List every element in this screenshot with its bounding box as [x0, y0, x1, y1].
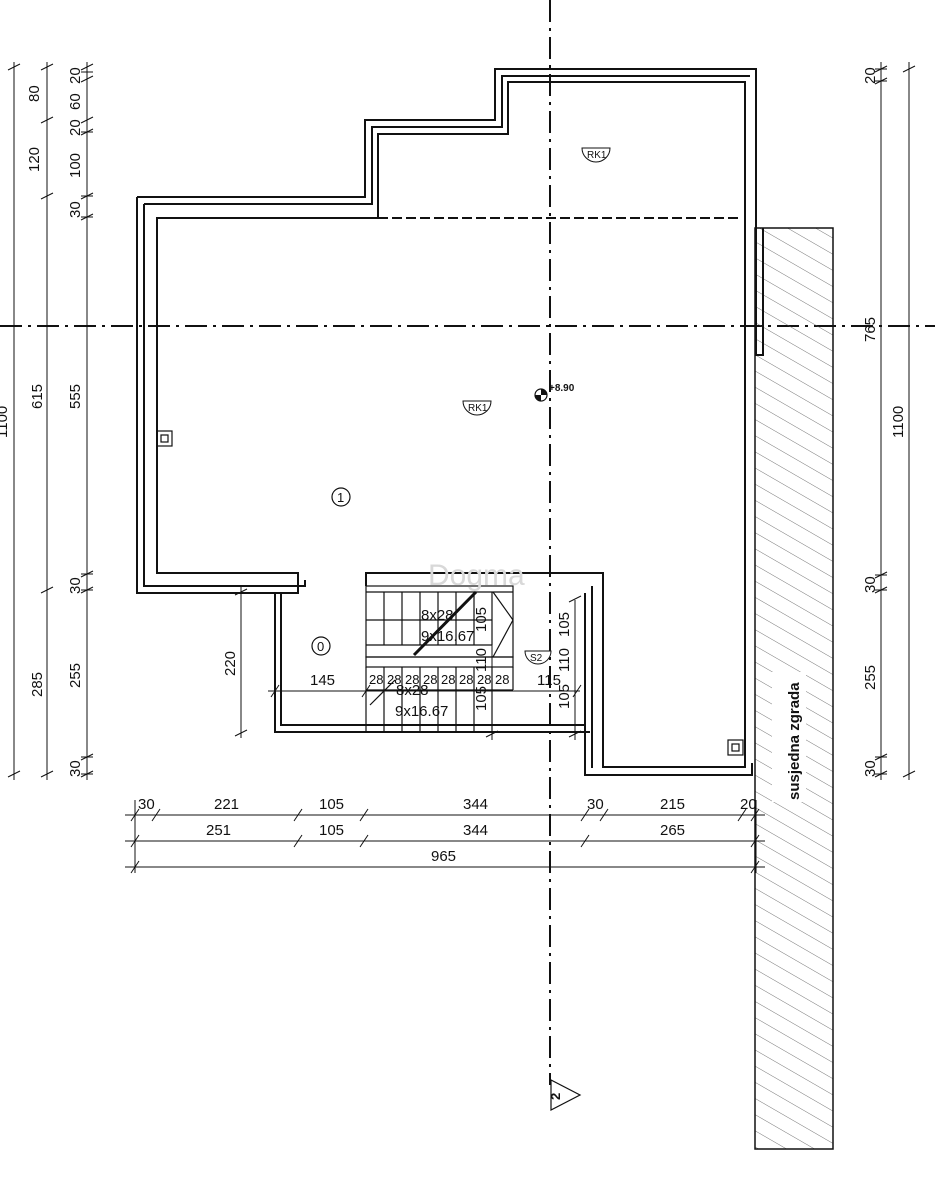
chimney-symbols	[156, 430, 744, 756]
stair-labels: 8x28 9x16.67 8x28 9x16.67 28 28 28 28 28…	[369, 607, 509, 720]
tread-3: 28	[405, 672, 419, 687]
svg-text:S2: S2	[530, 653, 543, 664]
stair-upper-line2: 9x16.67	[421, 628, 474, 645]
svg-text:105: 105	[473, 686, 490, 711]
svg-text:105: 105	[319, 796, 344, 813]
room-1-marker: 1	[331, 487, 351, 507]
stair-upper-line1: 8x28	[421, 607, 454, 624]
svg-text:265: 265	[660, 822, 685, 839]
tread-5: 28	[441, 672, 455, 687]
right-dimension-lines	[874, 62, 916, 780]
s2-marker: S2	[524, 650, 552, 665]
left-dimension-lines	[7, 62, 94, 780]
bottom-dimension-labels: 30 221 105 344 30 215 20 251 105 344 265…	[138, 796, 757, 865]
rk1-mid-marker: RK1	[462, 400, 492, 416]
svg-text:0: 0	[317, 639, 324, 654]
svg-text:615: 615	[29, 384, 46, 409]
svg-text:RK1: RK1	[587, 150, 607, 161]
svg-text:20: 20	[67, 119, 84, 136]
svg-text:555: 555	[67, 384, 84, 409]
svg-text:1100: 1100	[0, 406, 11, 438]
svg-text:30: 30	[67, 201, 84, 218]
tread-7: 28	[477, 672, 491, 687]
svg-text:765: 765	[862, 317, 879, 342]
svg-text:+8.90: +8.90	[549, 383, 575, 394]
svg-text:100: 100	[67, 153, 84, 178]
tread-8: 28	[495, 672, 509, 687]
room-0-marker: 0	[311, 636, 331, 656]
building-outline	[136, 68, 764, 776]
svg-text:30: 30	[587, 796, 604, 813]
svg-text:60: 60	[67, 93, 84, 110]
svg-text:30: 30	[67, 760, 84, 777]
svg-text:115: 115	[537, 672, 561, 689]
svg-text:1: 1	[337, 490, 344, 505]
svg-text:285: 285	[29, 672, 46, 697]
svg-text:20: 20	[740, 796, 757, 813]
svg-text:2: 2	[548, 1093, 563, 1100]
tread-1: 28	[369, 672, 383, 687]
svg-text:1100: 1100	[890, 406, 907, 438]
svg-text:251: 251	[206, 822, 231, 839]
svg-text:30: 30	[862, 760, 879, 777]
svg-text:110: 110	[556, 648, 573, 672]
bottom-dimension-lines	[125, 800, 765, 874]
svg-text:145: 145	[310, 672, 335, 689]
interior-dimension-labels: 220 145 105 105 110 110 115 105 105	[222, 607, 573, 711]
svg-text:221: 221	[214, 796, 239, 813]
interior-dimension-lines	[234, 586, 582, 740]
svg-text:30: 30	[67, 577, 84, 594]
svg-text:20: 20	[67, 67, 84, 84]
rk1-top-marker: RK1	[581, 147, 611, 163]
svg-text:105: 105	[319, 822, 344, 839]
right-dimension-labels: 20 765 1100 30 255 30	[862, 67, 907, 777]
tread-4: 28	[423, 672, 437, 687]
svg-text:215: 215	[660, 796, 685, 813]
watermark: Dogma	[428, 559, 525, 592]
svg-text:105: 105	[473, 607, 490, 632]
tread-2: 28	[387, 672, 401, 687]
svg-text:80: 80	[26, 85, 43, 102]
tread-6: 28	[459, 672, 473, 687]
neighbor-label: susjedna zgrada	[786, 682, 803, 800]
svg-text:255: 255	[67, 663, 84, 688]
svg-text:105: 105	[556, 612, 573, 637]
svg-text:RK1: RK1	[468, 403, 488, 414]
stair-lower-line2: 9x16.67	[395, 703, 448, 720]
left-dimension-labels: 80 120 1100 615 285 20 60 20 100 30 555 …	[0, 67, 84, 777]
svg-text:965: 965	[431, 848, 456, 865]
neighbor-building	[754, 227, 834, 1150]
svg-text:220: 220	[222, 651, 239, 676]
svg-text:30: 30	[862, 576, 879, 593]
svg-text:105: 105	[556, 684, 573, 709]
svg-text:120: 120	[26, 147, 43, 172]
svg-text:255: 255	[862, 665, 879, 690]
section-marker: 2	[548, 1079, 582, 1111]
svg-text:30: 30	[138, 796, 155, 813]
svg-text:20: 20	[862, 67, 879, 84]
level-marker: +8.90	[534, 383, 575, 402]
svg-text:344: 344	[463, 822, 488, 839]
svg-text:344: 344	[463, 796, 488, 813]
svg-text:110: 110	[473, 648, 490, 672]
